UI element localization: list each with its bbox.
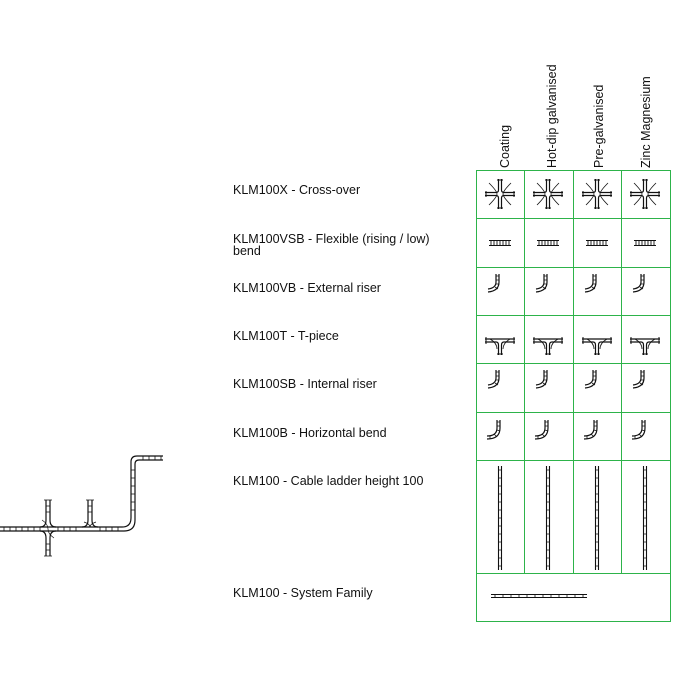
row-label-flexible-bend: KLM100VSB - Flexible (rising / low) bend [233, 232, 430, 258]
cross-over-icon [484, 178, 661, 210]
t-piece-icon [484, 336, 661, 356]
system-family-icon [491, 593, 587, 599]
row-label-cross-over: KLM100X - Cross-over [233, 183, 361, 197]
row-label-internal-riser: KLM100SB - Internal riser [233, 377, 377, 391]
row-label-horizontal-bend: KLM100B - Horizontal bend [233, 426, 387, 440]
row-label-external-riser: KLM100VB - External riser [233, 281, 381, 295]
row-label-system-family: KLM100 - System Family [233, 586, 373, 600]
external-riser-icon [487, 273, 645, 293]
row-label-t-piece: KLM100T - T-piece [233, 329, 339, 343]
flexible-bend-icon [488, 239, 657, 247]
internal-riser-icon [487, 369, 645, 389]
row-label-cable-ladder: KLM100 - Cable ladder height 100 [233, 474, 424, 488]
matrix-grid [476, 170, 671, 622]
cable-ladder-icon [497, 465, 648, 571]
cable-ladder-assembly-icon [0, 455, 163, 557]
